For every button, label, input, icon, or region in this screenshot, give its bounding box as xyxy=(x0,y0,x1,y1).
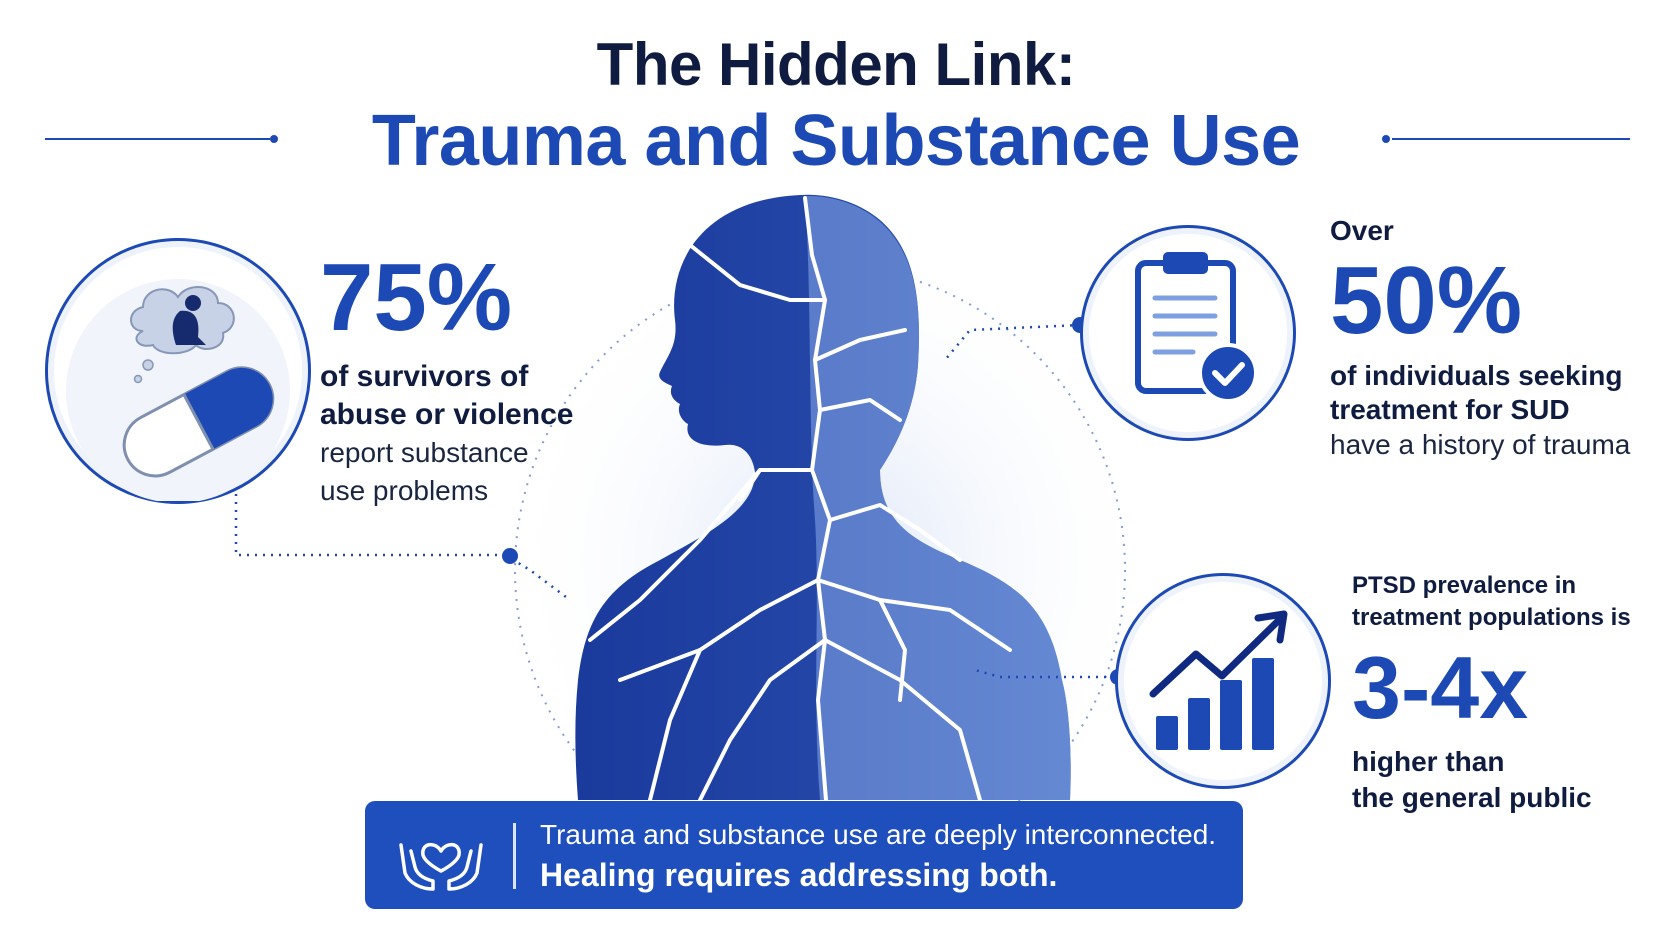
clipboard-check-icon xyxy=(1135,252,1258,403)
key-message-banner: Trauma and substance use are deeply inte… xyxy=(365,801,1243,909)
thought-cloud-and-pill-icon xyxy=(66,279,290,503)
title-rule-right-dot xyxy=(1382,135,1390,143)
stat-ptsd-line1: PTSD prevalence in xyxy=(1352,572,1577,599)
ptsd-icon-circle xyxy=(1115,573,1331,789)
stat-survivors: 75% of survivors of abuse or violence re… xyxy=(320,250,620,510)
title-line2: Trauma and Substance Use xyxy=(371,101,1301,181)
title-line1: The Hidden Link: xyxy=(596,31,1076,98)
stat-treatment-value: 50% xyxy=(1330,247,1523,354)
title-rule-left-dot xyxy=(270,135,278,143)
title-rule-left xyxy=(45,138,270,140)
stat-ptsd-line4: the general public xyxy=(1352,782,1592,813)
stat-ptsd-line3: higher than xyxy=(1352,746,1505,777)
banner-emphasis: Healing requires addressing both. xyxy=(540,857,1058,893)
stat-ptsd-line2: treatment populations is xyxy=(1352,604,1631,631)
stat-treatment: Over 50% of individuals seeking treatmen… xyxy=(1330,215,1660,463)
stat-ptsd: PTSD prevalence in treatment populations… xyxy=(1352,570,1662,816)
stat-treatment-line2: treatment for SUD xyxy=(1330,394,1570,425)
stat-survivors-line2: abuse or violence xyxy=(320,398,574,431)
title-rule-right xyxy=(1392,138,1630,140)
banner-message: Trauma and substance use are deeply inte… xyxy=(540,819,1217,850)
stat-treatment-line1: of individuals seeking xyxy=(1330,360,1623,391)
stat-survivors-line3: report substance xyxy=(320,437,529,468)
treatment-icon-circle xyxy=(1080,225,1296,441)
stat-treatment-line3: have a history of trauma xyxy=(1330,429,1631,460)
banner-divider xyxy=(513,823,516,889)
stat-survivors-line4: use problems xyxy=(320,475,489,506)
stat-survivors-line1: of survivors of xyxy=(320,360,529,393)
stat-survivors-value: 75% xyxy=(320,244,513,351)
stat-treatment-prefix: Over xyxy=(1330,215,1394,246)
bar-chart-up-arrow-icon xyxy=(1149,610,1288,750)
survivors-icon-circle xyxy=(45,238,311,504)
hands-holding-heart-icon xyxy=(399,842,483,891)
stat-ptsd-value: 3-4x xyxy=(1352,638,1529,737)
